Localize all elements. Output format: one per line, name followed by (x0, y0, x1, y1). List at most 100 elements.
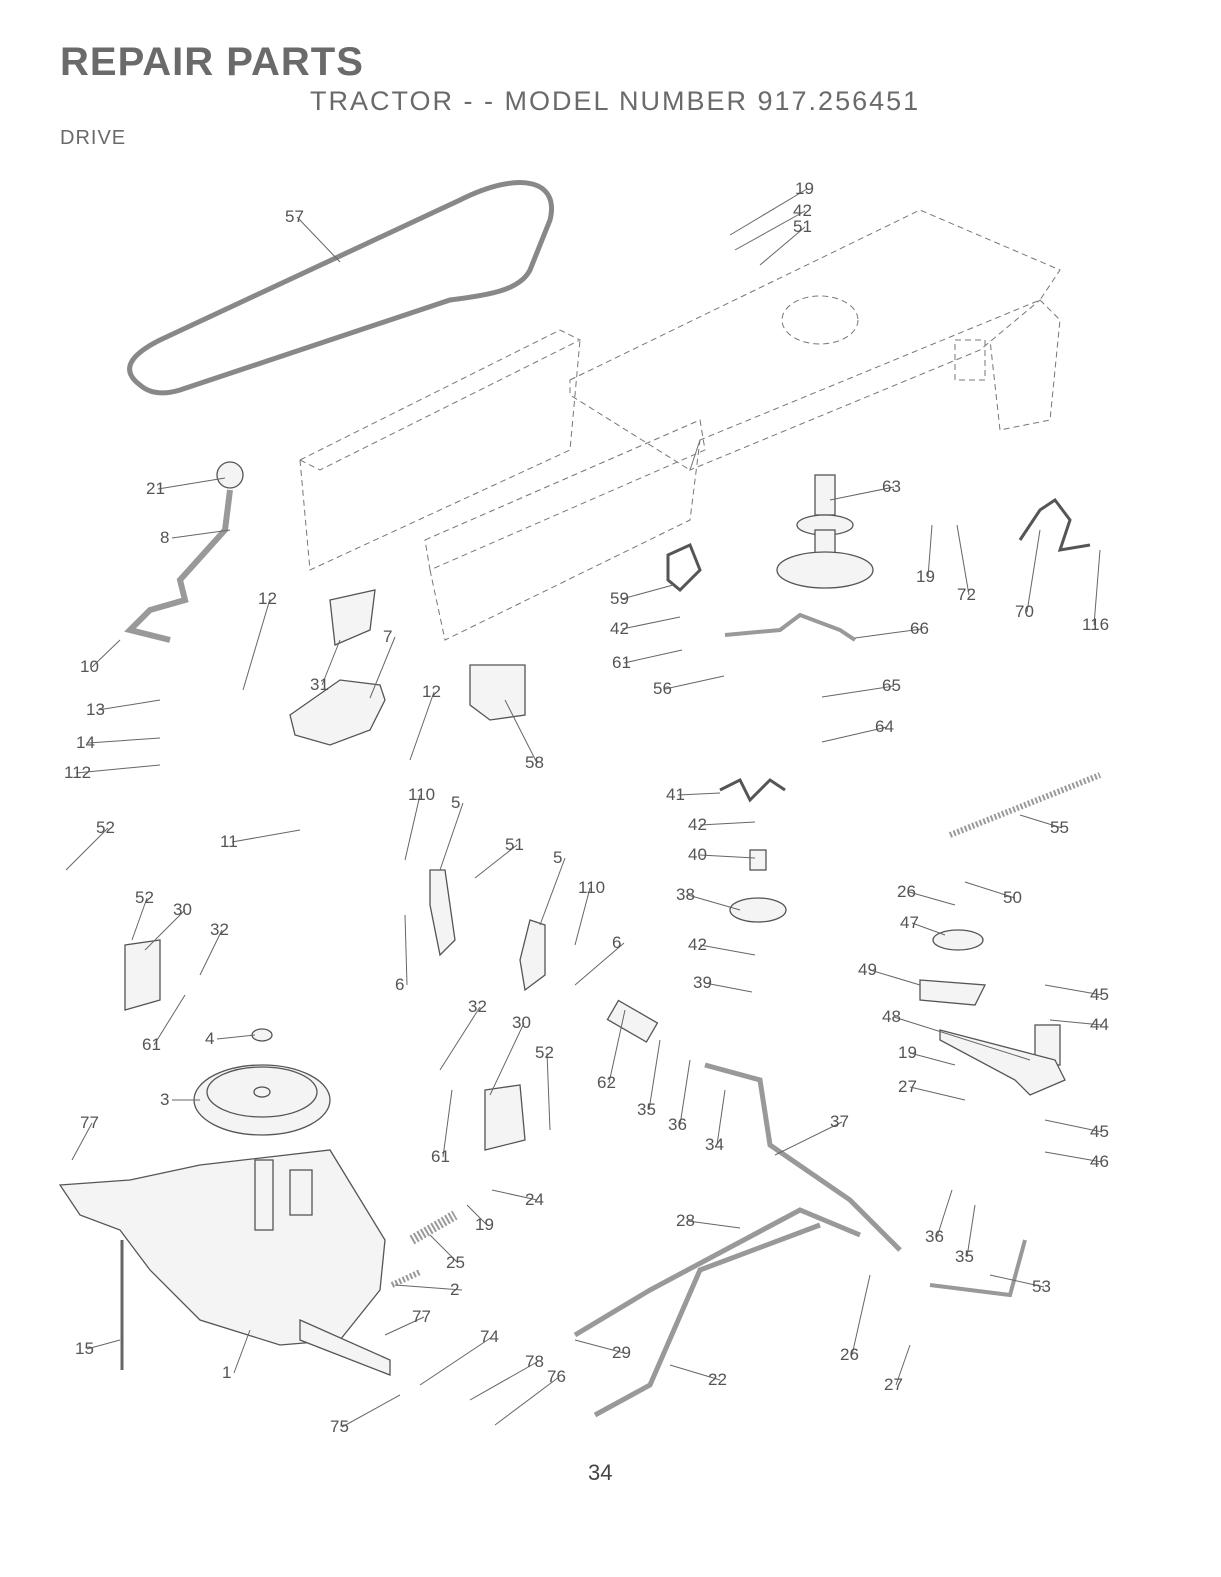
spacer (749, 849, 767, 871)
callout-c6b: 6 (612, 933, 621, 952)
callout-c55: 55 (1050, 818, 1069, 837)
leader-line-c22 (669, 1364, 721, 1381)
callout-c74: 74 (480, 1327, 499, 1346)
callout-c11: 11 (220, 832, 238, 851)
section-label: DRIVE (60, 127, 127, 149)
leader-line-c76 (494, 1376, 560, 1426)
leader-line-c13 (97, 699, 161, 711)
tractor-frame (298, 209, 1061, 641)
callout-c42b: 42 (610, 619, 629, 638)
callout-c32a: 32 (210, 920, 229, 939)
leader-line-c2 (394, 1284, 463, 1291)
extension-spring (948, 772, 1102, 838)
callout-c76: 76 (547, 1367, 566, 1386)
leader-line-c19a (729, 188, 808, 236)
leader-line-c39 (704, 982, 753, 993)
callout-c57: 57 (285, 207, 304, 226)
mount-plate-left (124, 939, 161, 1011)
leader-line-c41 (677, 792, 721, 796)
callout-c110a: 110 (408, 785, 435, 804)
leader-line-c34 (716, 1089, 726, 1146)
callout-c21: 21 (146, 479, 165, 498)
leader-line-c14 (87, 737, 161, 744)
leader-line-c26a (908, 891, 956, 906)
leader-line-c77a (71, 1122, 93, 1161)
callout-c13: 13 (86, 700, 105, 719)
callout-c116: 116 (1082, 615, 1109, 634)
leader-line-c35b (966, 1204, 976, 1258)
callout-c1: 1 (222, 1363, 231, 1382)
leader-line-c6a (404, 914, 408, 986)
leader-line-c46 (1044, 1151, 1103, 1163)
callout-c27a: 27 (898, 1077, 917, 1096)
belt-guide (666, 542, 702, 593)
leader-line-c32a (199, 929, 223, 976)
callout-c50: 50 (1003, 888, 1022, 907)
callout-c59: 59 (610, 589, 629, 608)
leader-line-c38 (687, 894, 741, 911)
callout-c58: 58 (525, 753, 544, 772)
callout-c30b: 30 (512, 1013, 531, 1032)
leader-line-c61a (623, 649, 683, 664)
leader-line-c47 (911, 922, 946, 936)
transaxle (58, 1149, 391, 1376)
leader-line-c27b (895, 1344, 911, 1386)
callout-c36b: 36 (925, 1227, 944, 1246)
leader-line-c27a (909, 1086, 966, 1101)
callout-c112: 112 (64, 763, 91, 782)
callout-c7: 7 (383, 627, 392, 646)
leader-line-c11 (231, 829, 301, 843)
leader-line-c64 (821, 726, 888, 743)
callout-c12b: 12 (422, 682, 441, 701)
leader-line-c12a (242, 598, 271, 691)
leader-line-c52b (131, 897, 148, 941)
callout-c26b: 26 (840, 1345, 859, 1364)
callout-c35b: 35 (955, 1247, 974, 1266)
callout-c65: 65 (882, 676, 901, 695)
callout-c19b: 19 (916, 567, 935, 586)
leader-line-c4 (216, 1034, 256, 1040)
leader-line-c24 (491, 1189, 538, 1201)
leader-line-c52a (65, 827, 109, 871)
leader-line-c51b (474, 844, 518, 879)
leader-line-c70 (1026, 529, 1041, 613)
leader-line-c45b (1044, 1119, 1103, 1133)
callout-c51a: 51 (793, 217, 812, 236)
callout-c45a: 45 (1090, 985, 1109, 1004)
leader-line-c30a (144, 909, 186, 951)
callout-c6a: 6 (395, 975, 404, 994)
idler-arm-48 (939, 1029, 1066, 1096)
leader-line-c50 (964, 881, 1016, 899)
callout-c14: 14 (76, 733, 95, 752)
shift-plate (329, 589, 376, 646)
leader-line-c42b (621, 616, 681, 630)
leader-line-c32b (439, 1006, 481, 1071)
callout-layer: 5719425121812317101314112125859426156631… (64, 179, 1109, 1436)
leader-line-c48 (893, 1016, 1031, 1061)
belt-keeper (719, 777, 786, 803)
callout-c56: 56 (653, 679, 672, 698)
leader-line-c10 (91, 639, 121, 668)
callout-c8: 8 (160, 528, 169, 547)
collar-62 (606, 999, 659, 1043)
callout-c75: 75 (330, 1417, 349, 1436)
shift-bracket (289, 679, 386, 746)
page-number: 34 (588, 1460, 613, 1485)
callout-c61b: 61 (142, 1035, 161, 1054)
leader-line-c72 (956, 524, 970, 596)
callout-c52a: 52 (96, 818, 115, 837)
callout-c3: 3 (160, 1090, 169, 1109)
callout-c28: 28 (676, 1211, 695, 1230)
callout-c61a: 61 (612, 653, 631, 672)
shift-lever (124, 461, 244, 643)
callout-c10: 10 (80, 657, 99, 676)
callout-c48: 48 (882, 1007, 901, 1026)
callout-c36a: 36 (668, 1115, 687, 1134)
leader-line-c5b (539, 857, 566, 926)
leader-line-c12b (409, 691, 435, 761)
leader-line-c15 (86, 1339, 121, 1350)
transaxle-pulley (193, 1028, 331, 1136)
leader-line-c28 (687, 1220, 741, 1229)
leader-line-c45a (1044, 984, 1103, 996)
